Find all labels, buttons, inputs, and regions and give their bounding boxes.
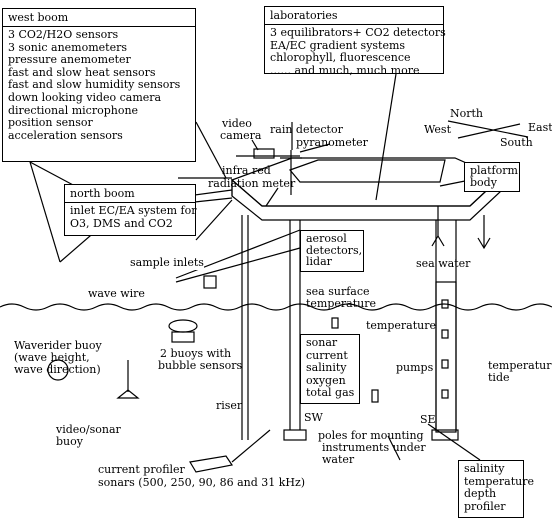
west-boom-item-5: fast and slow humidity sensors — [8, 78, 181, 92]
west-boom-item-4: fast and slow heat sensors — [8, 65, 156, 79]
video-sonar-buoy — [116, 389, 140, 399]
north-boom-title: north boom — [65, 185, 195, 203]
temperature-tide-label-1: temperature — [488, 359, 552, 372]
video-sonar-label-2: buoy — [56, 435, 83, 448]
current-profiler-label-1: current profiler — [98, 463, 185, 476]
temperature-tide-label-2: tide — [488, 371, 510, 384]
sonar-item-3: salinity — [306, 361, 347, 374]
sw-label: SW — [304, 411, 323, 424]
laboratories-item-4: ...... and much, much more — [270, 63, 420, 77]
laboratories-box: laboratories 3 equilibrators+ CO2 detect… — [264, 6, 446, 76]
sea-surface-label-1: sea surface — [306, 285, 370, 298]
sea-surface — [0, 303, 552, 311]
north-boom-item-2: O3, DMS and CO2 — [70, 216, 173, 230]
compass-line-ew — [457, 123, 521, 139]
sonar-item-5: total gas — [306, 386, 355, 399]
profiler-item-2: temperature — [464, 474, 535, 488]
bubble-buoy — [168, 319, 198, 333]
pumps-label: pumps — [396, 361, 434, 374]
profiler-mast — [435, 281, 457, 433]
video-camera — [253, 148, 275, 159]
waverider-label-3: wave direction) — [14, 363, 101, 376]
poles-label-1: poles for mounting — [318, 429, 424, 442]
west-boom-item-3: pressure anemometer — [8, 53, 131, 67]
video-camera-label-1: video — [222, 117, 252, 130]
current-profiler — [189, 455, 233, 473]
compass-line-nw — [447, 120, 529, 138]
compass-north: North — [450, 107, 484, 120]
current-profiler-label-2: sonars (500, 250, 90, 86 and 31 kHz) — [98, 476, 306, 489]
sample-inlets-box — [203, 275, 217, 289]
poles-label-2: instruments under — [322, 441, 426, 454]
west-boom-item-6: down looking video camera — [8, 90, 162, 104]
sea-surface-temp-sensor — [331, 317, 339, 329]
aerosol-label-1: aerosol — [306, 232, 347, 245]
west-boom-item-7: directional microphone — [8, 103, 139, 117]
west-boom-item-2: 3 sonic anemometers — [8, 40, 128, 54]
compass-east: East — [528, 121, 552, 134]
poles-label-3: water — [322, 453, 355, 466]
infra-red-label-1: infra red — [222, 164, 271, 177]
profiler-item-3: depth — [464, 487, 497, 500]
laboratories-title: laboratories — [265, 7, 443, 25]
platform-body-label-1: platform — [470, 164, 518, 177]
aerosol-label-3: lidar — [306, 255, 332, 268]
sonar-item-1: sonar — [306, 336, 338, 349]
profiler-item-4: profiler — [464, 499, 506, 513]
sonar-item-2: current — [306, 348, 348, 362]
sonar-item-4: oxygen — [306, 373, 346, 387]
waverider-buoy — [47, 359, 69, 381]
two-buoys-label-2: bubble sensors — [158, 359, 243, 372]
temperature-label: temperature — [366, 319, 437, 332]
sample-inlets-label: sample inlets — [130, 256, 204, 270]
video-sonar-label-1: video/sonar — [56, 423, 121, 436]
aerosol-box: aerosol detectors, lidar — [300, 230, 364, 272]
video-camera-label-2: camera — [220, 129, 262, 142]
waverider-label-2: (wave height, — [14, 351, 90, 364]
laboratories-item-3: chlorophyll, fluorescence — [270, 51, 411, 65]
pyranometer-label: pyranometer — [296, 136, 368, 149]
two-buoys-label-1: 2 buoys with — [160, 347, 232, 360]
platform-body-top — [288, 159, 446, 183]
profiler-item-1: salinity — [464, 462, 505, 475]
riser-label: riser — [216, 399, 243, 412]
west-boom-item-8: position sensor — [8, 116, 93, 130]
se-label: SE — [420, 413, 436, 426]
laboratories-item-1: 3 equilibrators+ CO2 detectors — [270, 26, 446, 39]
platform-body-box: platform body — [464, 162, 520, 192]
aerosol-label-2: detectors, — [306, 243, 363, 257]
platform-body-label-2: body — [470, 176, 497, 189]
rain-detector-label: rain detector — [270, 123, 343, 136]
north-boom-item-1: inlet EC/EA system for — [70, 204, 197, 217]
laboratories-item-2: EA/EC gradient systems — [270, 38, 406, 52]
west-boom-title: west boom — [3, 9, 195, 27]
compass-west: West — [424, 123, 451, 136]
waverider-label-1: Waverider buoy — [14, 339, 102, 352]
west-boom-item-9: acceleration sensors — [8, 128, 123, 142]
sea-water-label: sea water — [416, 257, 471, 270]
sea-surface-label-2: temperature — [306, 297, 377, 310]
west-boom-item-1: 3 CO2/H2O sensors — [8, 28, 119, 41]
compass-south: South — [500, 136, 533, 149]
infra-red-label-2: radiation meter — [208, 177, 296, 190]
wave-wire-label: wave wire — [88, 287, 145, 300]
